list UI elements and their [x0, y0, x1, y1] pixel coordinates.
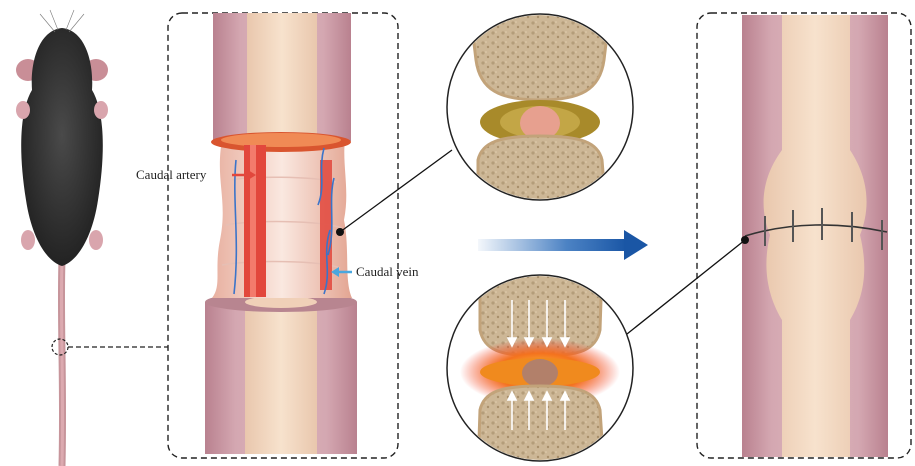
healthy-disc-content [470, 10, 610, 210]
sutured-tail [742, 15, 888, 457]
caudal-vein-label: Caudal vein [356, 264, 419, 279]
callout-line-bottom-inset [627, 240, 745, 334]
callout-line-top-inset [340, 150, 452, 232]
mouse-icon [16, 10, 108, 466]
compressed-disc-content [460, 270, 620, 466]
tail-upper-segment [213, 13, 351, 141]
caudal-artery-label: Caudal artery [136, 167, 207, 182]
process-arrow-icon [478, 230, 648, 260]
tail-lower-segment [205, 292, 357, 454]
